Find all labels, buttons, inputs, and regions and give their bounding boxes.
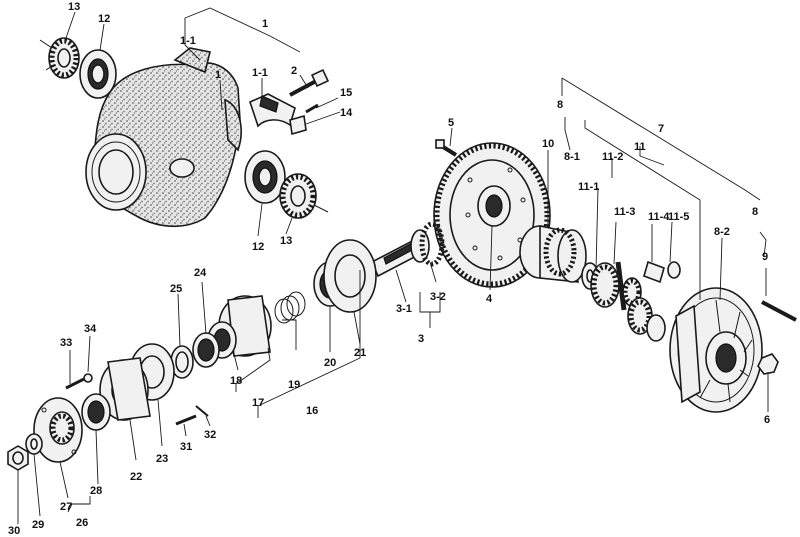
label-30: 30 bbox=[8, 525, 20, 537]
drive-pinion bbox=[370, 221, 445, 278]
label-11-5: 11-5 bbox=[668, 211, 689, 223]
label-15: 15 bbox=[340, 87, 352, 99]
case-bolt bbox=[761, 300, 797, 322]
label-19: 19 bbox=[288, 379, 300, 391]
label-8-top: 8 bbox=[557, 99, 563, 111]
label-16: 16 bbox=[306, 405, 318, 417]
label-11-2: 11-2 bbox=[602, 151, 623, 163]
label-25: 25 bbox=[170, 283, 182, 295]
label-6: 6 bbox=[764, 414, 770, 426]
label-8-right: 8 bbox=[752, 206, 758, 218]
thrust-washer bbox=[627, 297, 666, 342]
label-22: 22 bbox=[130, 471, 142, 483]
label-29: 29 bbox=[32, 519, 44, 531]
bearing-cup-top bbox=[39, 37, 80, 79]
label-1-1-a: 1-1 bbox=[180, 35, 196, 47]
label-9: 9 bbox=[762, 251, 768, 263]
label-27: 27 bbox=[60, 501, 72, 513]
label-2: 2 bbox=[291, 65, 297, 77]
label-4: 4 bbox=[486, 293, 493, 305]
label-18: 18 bbox=[230, 375, 242, 387]
label-1-b: 1 bbox=[215, 69, 221, 81]
label-13-mid: 13 bbox=[280, 235, 292, 247]
label-13-top: 13 bbox=[68, 1, 80, 13]
label-31: 31 bbox=[180, 441, 192, 453]
label-17: 17 bbox=[252, 397, 264, 409]
differential-case-left bbox=[519, 225, 587, 283]
label-32: 32 bbox=[204, 429, 216, 441]
side-bearing bbox=[244, 150, 286, 204]
flange-bolt bbox=[65, 373, 93, 390]
bearing-cap bbox=[249, 93, 296, 128]
spacer-ring bbox=[170, 345, 194, 379]
cap-bolt bbox=[289, 68, 330, 97]
label-11: 11 bbox=[634, 141, 646, 153]
label-8-2: 8-2 bbox=[714, 226, 730, 238]
cover-screw bbox=[175, 414, 197, 426]
pinion-bearing-top bbox=[79, 49, 117, 99]
label-11-3: 11-3 bbox=[614, 206, 635, 218]
label-1-1-b: 1-1 bbox=[252, 67, 268, 79]
leader-lines bbox=[17, 7, 769, 524]
lock-plate bbox=[289, 103, 319, 136]
label-11-1: 11-1 bbox=[578, 181, 599, 193]
cover-pin bbox=[195, 405, 209, 417]
label-10: 10 bbox=[542, 138, 554, 150]
flange-washer bbox=[25, 433, 43, 455]
label-1-top: 1 bbox=[262, 18, 268, 30]
differential-case-right bbox=[669, 287, 763, 413]
label-5: 5 bbox=[448, 117, 454, 129]
label-14: 14 bbox=[340, 107, 353, 119]
label-3: 3 bbox=[418, 333, 424, 345]
label-21: 21 bbox=[354, 347, 366, 359]
label-20: 20 bbox=[324, 357, 336, 369]
companion-flange bbox=[33, 397, 83, 463]
label-28: 28 bbox=[90, 485, 102, 497]
label-12-top: 12 bbox=[98, 13, 110, 25]
label-7: 7 bbox=[658, 123, 664, 135]
label-26: 26 bbox=[76, 517, 88, 529]
label-11-4: 11-4 bbox=[648, 211, 670, 223]
label-23: 23 bbox=[156, 453, 168, 465]
side-adjuster bbox=[279, 173, 329, 219]
label-24: 24 bbox=[194, 267, 207, 279]
side-gear bbox=[590, 262, 620, 308]
bearing-shim bbox=[274, 291, 306, 324]
label-34: 34 bbox=[84, 323, 97, 335]
front-cover bbox=[99, 357, 151, 421]
flange-nut bbox=[7, 445, 29, 471]
oil-seal-front bbox=[81, 393, 111, 431]
retainer-gasket bbox=[323, 239, 377, 313]
part-labels: 13 12 1 1-1 2 1 1-1 15 14 12 13 5 3-1 3-… bbox=[8, 1, 770, 537]
carrier-housing bbox=[85, 47, 242, 228]
ring-gear-bolt bbox=[435, 139, 458, 157]
label-3-1: 3-1 bbox=[396, 303, 412, 315]
label-33: 33 bbox=[60, 337, 72, 349]
spider-gear bbox=[643, 260, 681, 284]
oil-seal-inner bbox=[192, 332, 220, 368]
label-12-mid: 12 bbox=[252, 241, 264, 253]
label-3-2: 3-2 bbox=[430, 291, 446, 303]
case-nut bbox=[757, 353, 779, 375]
label-8-1: 8-1 bbox=[564, 151, 580, 163]
